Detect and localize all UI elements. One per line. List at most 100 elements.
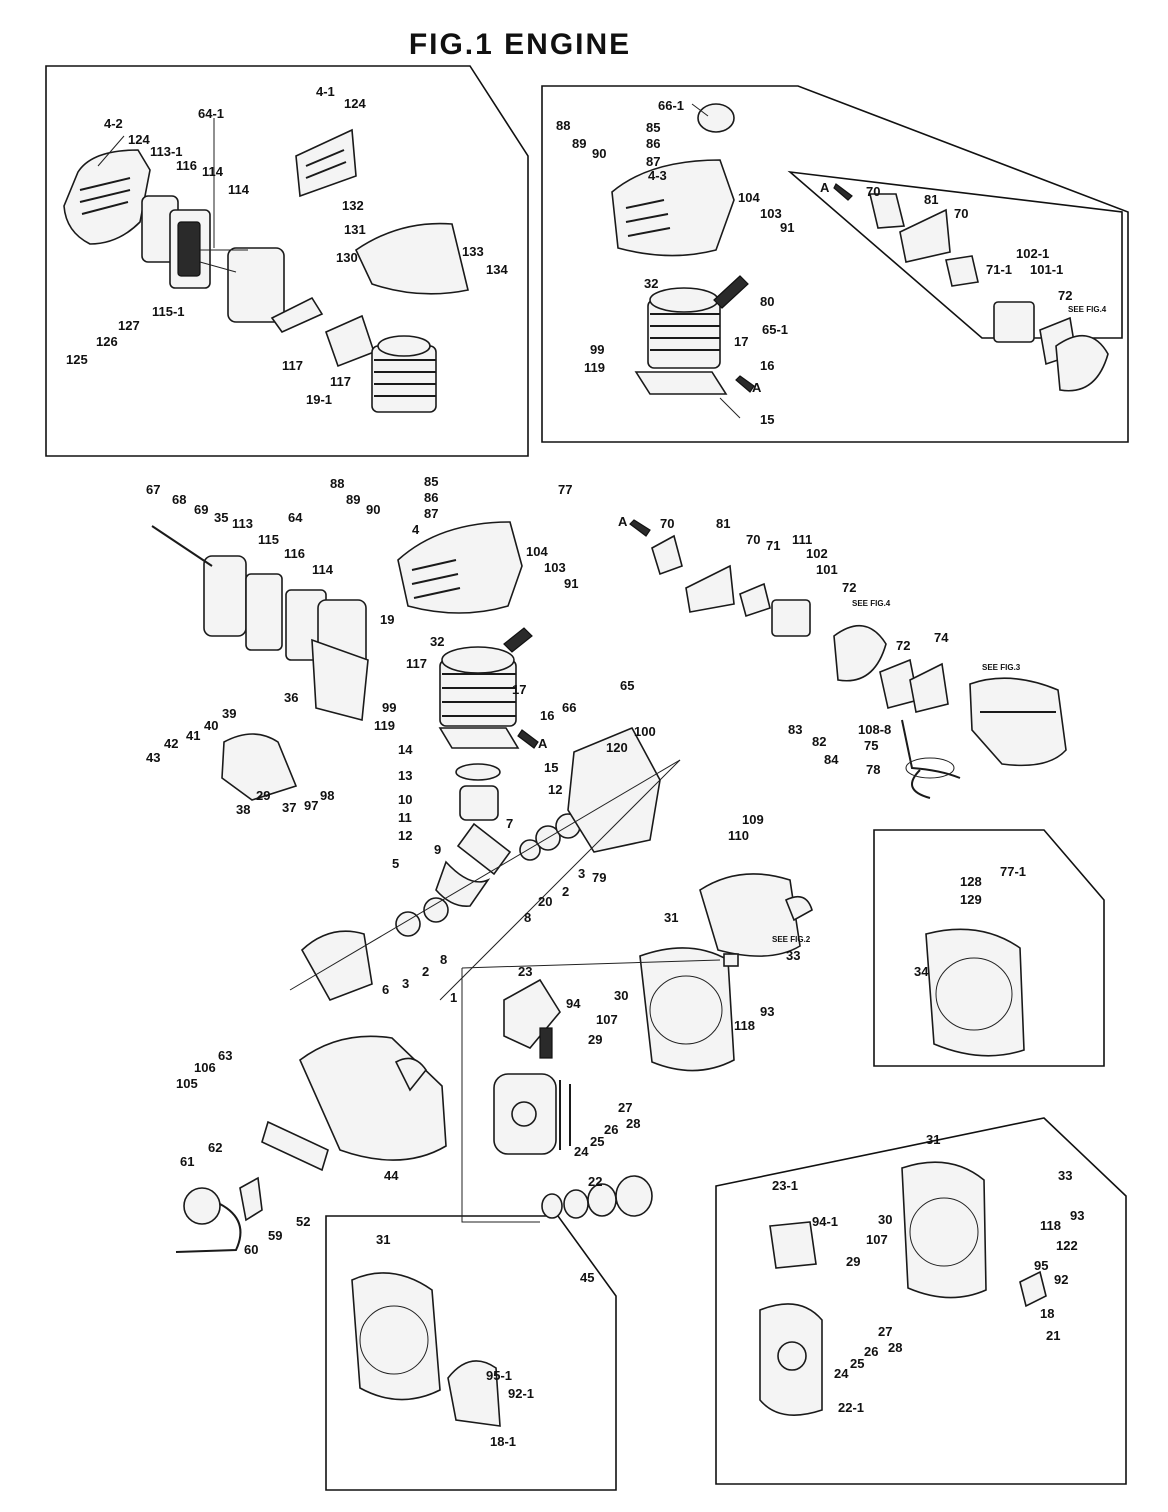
callout-114: 114 <box>202 164 224 179</box>
callout-23: 23 <box>518 964 532 979</box>
arrow-a-label: A <box>752 380 762 395</box>
callout-44: 44 <box>384 1168 399 1183</box>
callout-7: 7 <box>506 816 513 831</box>
callout-90: 90 <box>366 502 380 517</box>
clutch-housing-part <box>299 1035 447 1161</box>
callout-67: 67 <box>146 482 160 497</box>
callout-65-1: 65-1 <box>762 322 788 337</box>
callout-24: 24 <box>574 1144 589 1159</box>
callout-117: 117 <box>406 656 427 671</box>
arrow-a-label: A <box>538 736 548 751</box>
callout-21: 21 <box>1046 1328 1060 1343</box>
callout-100: 100 <box>634 724 656 739</box>
leader-lines <box>97 103 741 1223</box>
callout-22-1: 22-1 <box>838 1400 864 1415</box>
callout-19-1: 19-1 <box>306 392 332 407</box>
recoil-starter-part <box>221 638 369 801</box>
callout-4-3: 4-3 <box>648 168 667 183</box>
callout-122: 122 <box>1056 1238 1078 1253</box>
main-cylinder-cover-part <box>397 521 523 614</box>
callout-65: 65 <box>620 678 634 693</box>
callout-75: 75 <box>864 738 878 753</box>
figure-title: FIG.1 ENGINE <box>408 28 632 61</box>
callout-31: 31 <box>926 1132 940 1147</box>
callout-40: 40 <box>204 718 218 733</box>
callout-29: 29 <box>256 788 270 803</box>
callout-38: 38 <box>236 802 250 817</box>
callout-118: 118 <box>1040 1218 1061 1233</box>
callout-120: 120 <box>606 740 628 755</box>
callout-105: 105 <box>176 1076 198 1091</box>
callout-19: 19 <box>380 612 394 627</box>
heat-shield-part <box>295 128 357 198</box>
callout-70: 70 <box>660 516 674 531</box>
callout-2: 2 <box>562 884 569 899</box>
callout-52: 52 <box>296 1214 310 1229</box>
callout-4: 4 <box>412 522 420 537</box>
callout-89: 89 <box>346 492 360 507</box>
callout-129: 129 <box>960 892 982 907</box>
callout-39: 39 <box>222 706 236 721</box>
callout-103: 103 <box>544 560 566 575</box>
callout-27: 27 <box>878 1324 892 1339</box>
callout-13: 13 <box>398 768 412 783</box>
callout-30: 30 <box>614 988 628 1003</box>
callout-72: 72 <box>1058 288 1072 303</box>
callout-126: 126 <box>96 334 118 349</box>
callout-70: 70 <box>954 206 968 221</box>
callout-45: 45 <box>580 1270 594 1285</box>
callout-89: 89 <box>572 136 586 151</box>
callout-66: 66 <box>562 700 576 715</box>
flywheel-part <box>699 873 813 957</box>
callout-93: 93 <box>760 1004 774 1019</box>
arrow-a-label: A <box>820 180 830 195</box>
callout-118: 118 <box>734 1018 755 1033</box>
callout-86: 86 <box>424 490 438 505</box>
callout-29: 29 <box>588 1032 602 1047</box>
callout-26: 26 <box>604 1122 618 1137</box>
spark-plug-part <box>713 275 749 309</box>
callout-61: 61 <box>180 1154 194 1169</box>
callout-78: 78 <box>866 762 880 777</box>
callout-15: 15 <box>544 760 558 775</box>
callout-24: 24 <box>834 1366 849 1381</box>
air-cleaner-part <box>969 677 1067 767</box>
callout-86: 86 <box>646 136 660 151</box>
inset-cylinder-frame <box>541 85 1129 443</box>
crankshaft-part <box>395 813 581 937</box>
callout-128: 128 <box>960 874 982 889</box>
callout-18: 18 <box>1040 1306 1054 1321</box>
callout-70: 70 <box>866 184 880 199</box>
callout-14: 14 <box>398 742 413 757</box>
callout-103: 103 <box>760 206 782 221</box>
callout-104: 104 <box>738 190 760 205</box>
callout-84: 84 <box>824 752 839 767</box>
callout-70: 70 <box>746 532 760 547</box>
callout-79: 79 <box>592 870 606 885</box>
callout-72: 72 <box>896 638 910 653</box>
inset-carburetor-subframe <box>787 170 1123 339</box>
callout-116: 116 <box>284 546 305 561</box>
callout-2: 2 <box>422 964 429 979</box>
callout-115: 115 <box>258 532 279 547</box>
callout-23-1: 23-1 <box>772 1178 798 1193</box>
callout-68: 68 <box>172 492 186 507</box>
callout-71: 71 <box>766 538 780 553</box>
callout-64: 64 <box>288 510 303 525</box>
callout-77-1: 77-1 <box>1000 864 1026 879</box>
callout-134: 134 <box>486 262 508 277</box>
callout-82: 82 <box>812 734 826 749</box>
callout-90: 90 <box>592 146 606 161</box>
callout-106: 106 <box>194 1060 216 1075</box>
callout-88: 88 <box>330 476 344 491</box>
callout-4-1: 4-1 <box>316 84 335 99</box>
callout-91: 91 <box>780 220 794 235</box>
callout-31: 31 <box>664 910 678 925</box>
callout-4-2: 4-2 <box>104 116 123 131</box>
callout-101-1: 101-1 <box>1030 262 1063 277</box>
main-cylinder-part <box>438 627 533 749</box>
inset-fan-housing-frame <box>873 829 1105 1067</box>
callout-11: 11 <box>398 810 412 825</box>
callout-3: 3 <box>578 866 585 881</box>
callout-130: 130 <box>336 250 358 265</box>
